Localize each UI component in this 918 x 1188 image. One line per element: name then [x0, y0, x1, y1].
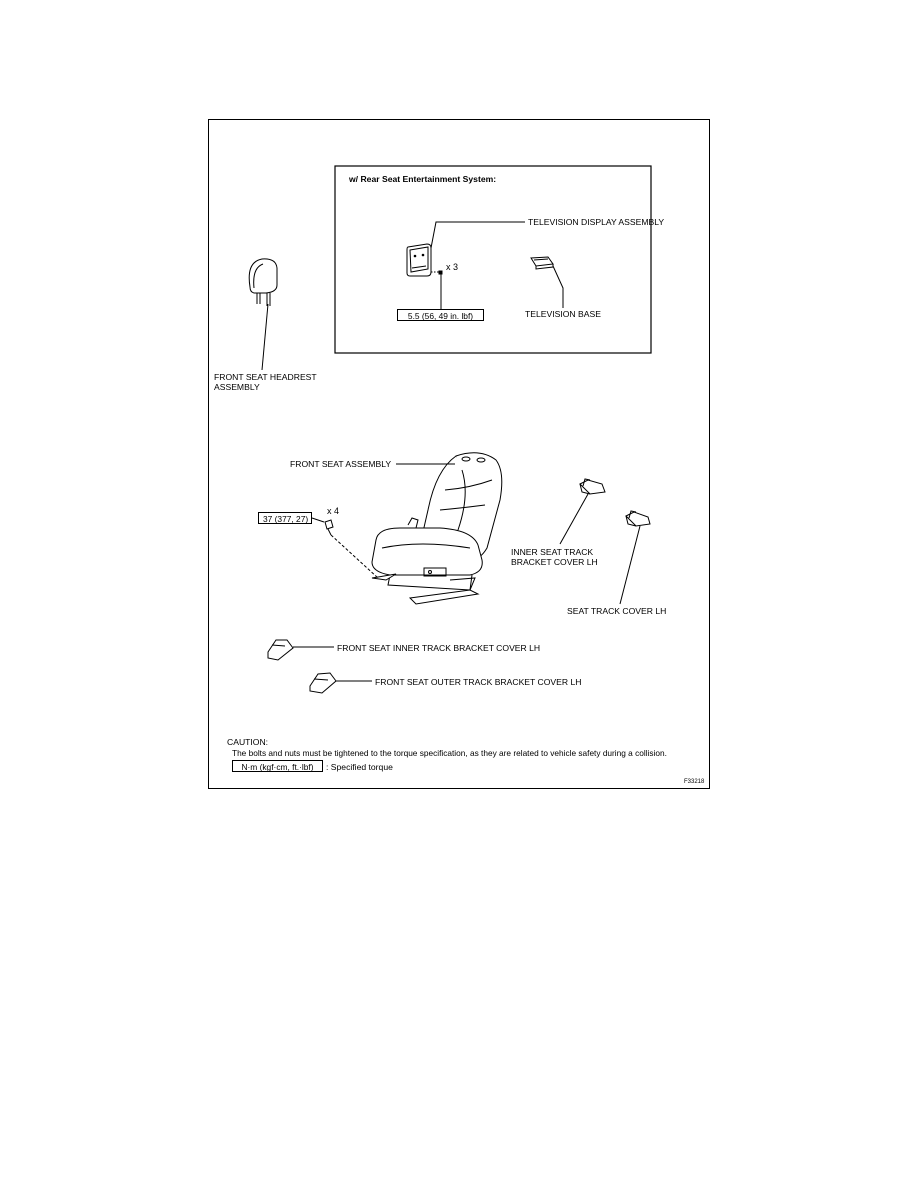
legend-meaning: : Specified torque [326, 762, 393, 772]
headrest-label: FRONT SEAT HEADREST ASSEMBLY [214, 372, 317, 392]
front-outer-cover-label: FRONT SEAT OUTER TRACK BRACKET COVER LH [375, 677, 582, 687]
front-inner-cover-label: FRONT SEAT INNER TRACK BRACKET COVER LH [337, 643, 541, 653]
inner-cover-label: INNER SEAT TRACK BRACKET COVER LH [511, 547, 598, 567]
bolt-dashed-line [330, 534, 379, 579]
front-seat-drawing [371, 452, 503, 605]
tv-qty-label: x 3 [446, 262, 459, 272]
inset-title: w/ Rear Seat Entertainment System: [349, 174, 497, 184]
tv-base-label: TELEVISION BASE [525, 309, 601, 319]
figure-code: F33218 [684, 779, 705, 785]
bolt-torque-leader [311, 517, 325, 523]
inner-cover-label-line1: INNER SEAT TRACK [511, 547, 594, 557]
track-cover-label: SEAT TRACK COVER LH [567, 606, 667, 616]
tv-display-leader [430, 221, 525, 249]
seat-track-cover-drawing [625, 510, 651, 527]
inner-cover-leader [559, 493, 589, 545]
inset-box [334, 165, 652, 354]
seat-bolt-qty-label: x 4 [327, 506, 340, 516]
television-display-drawing [406, 243, 432, 277]
caution-heading: CAUTION: [227, 737, 269, 747]
track-cover-leader [619, 525, 641, 605]
legend-unit-box: N·m (kgf·cm, ft.·lbf) [232, 760, 323, 772]
diagram-frame [208, 119, 710, 789]
front-outer-cover-drawing [309, 672, 337, 694]
television-base-drawing [530, 256, 554, 270]
caution-text: The bolts and nuts must be tightened to … [232, 748, 667, 758]
inner-track-bracket-cover-drawing [579, 478, 606, 495]
headrest-label-line2: ASSEMBLY [214, 382, 260, 392]
inner-cover-label-line2: BRACKET COVER LH [511, 557, 598, 567]
tv-torque-box: 5.5 (56, 49 in. lbf) [397, 309, 484, 321]
seat-bolt-torque-box: 37 (377, 27) [258, 512, 312, 524]
tv-display-label: TELEVISION DISPLAY ASSEMBLY [528, 217, 665, 227]
tv-screw-icon [438, 270, 443, 275]
seat-bolt-drawing [324, 519, 334, 536]
headrest-leader [261, 303, 269, 371]
headrest-label-line1: FRONT SEAT HEADREST [214, 372, 317, 382]
front-inner-cover-drawing [267, 639, 294, 661]
tv-base-leader [552, 265, 564, 308]
headrest-drawing [248, 258, 278, 306]
front-seat-label: FRONT SEAT ASSEMBLY [290, 459, 392, 469]
